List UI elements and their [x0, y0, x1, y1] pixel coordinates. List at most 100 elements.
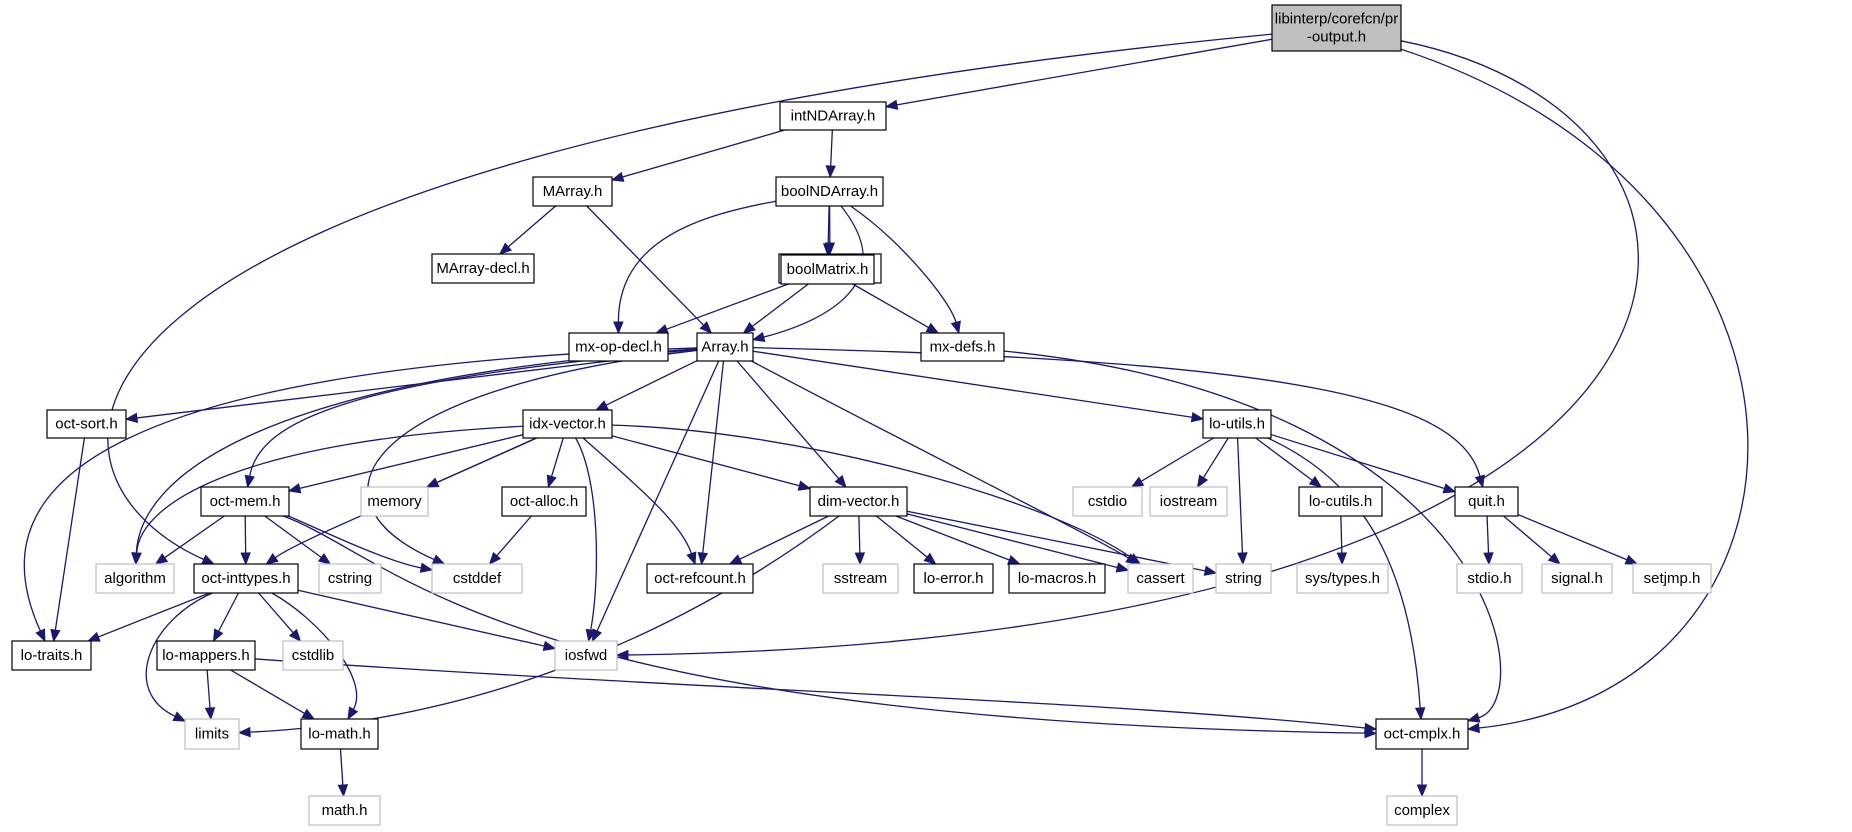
- node-dim-vector[interactable]: dim-vector.h: [809, 486, 908, 517]
- node-signal: signal.h: [1541, 563, 1613, 594]
- edge-dim-vector-to-limits: [237, 515, 840, 738]
- arrowhead-icon: [288, 628, 302, 642]
- node-lo-error[interactable]: lo-error.h: [913, 563, 994, 594]
- node-label: idx-vector.h: [529, 416, 606, 433]
- node-label: stdio.h: [1467, 570, 1511, 587]
- edge-oct-mem-to-oct-cmplx: [283, 515, 1378, 739]
- node-boolMatrix[interactable]: boolMatrix.h: [780, 254, 875, 285]
- edge-line: [1255, 437, 1313, 481]
- edge-line: [702, 360, 725, 554]
- node-iostream: iostream: [1149, 486, 1228, 517]
- edge-idx-vector-to-algorithm: [131, 425, 524, 566]
- arrowhead-icon: [1414, 707, 1426, 721]
- arrowhead-icon: [1442, 483, 1457, 494]
- node-label: iosfwd: [565, 647, 608, 664]
- node-MArray[interactable]: MArray.h: [532, 176, 613, 207]
- node-label: lo-cutils.h: [1309, 493, 1372, 510]
- edge-line: [1503, 515, 1553, 558]
- arrowhead-icon: [1196, 474, 1209, 489]
- edge-line: [367, 349, 698, 561]
- arrowhead-icon: [86, 631, 101, 642]
- edge-lo-utils-to-quit: [1270, 433, 1457, 494]
- edge-line: [605, 360, 698, 406]
- arrowhead-icon: [1237, 552, 1248, 566]
- node-oct-sort[interactable]: oct-sort.h: [46, 409, 127, 439]
- node-oct-mem[interactable]: oct-mem.h: [200, 486, 290, 517]
- arrowhead-icon: [1483, 552, 1494, 566]
- node-quit[interactable]: quit.h: [1454, 486, 1519, 517]
- arrowhead-icon: [546, 474, 557, 489]
- edge-lo-utils-to-string: [1236, 437, 1248, 566]
- arrowhead-icon: [884, 99, 899, 110]
- node-Array[interactable]: Array.h: [696, 332, 754, 362]
- node-MArray-decl[interactable]: MArray-decl.h: [431, 253, 535, 284]
- edge-line: [1003, 350, 1502, 719]
- node-lo-math[interactable]: lo-math.h: [300, 718, 379, 750]
- edge-line: [596, 360, 720, 632]
- node-box: [1215, 563, 1272, 594]
- node-mx-defs[interactable]: mx-defs.h: [920, 332, 1005, 362]
- node-root[interactable]: libinterp/corefcn/pr-output.h: [1271, 4, 1402, 52]
- node-stdio: stdio.h: [1456, 563, 1523, 594]
- node-cstdio: cstdio: [1072, 486, 1143, 517]
- nodes-layer: libinterp/corefcn/pr-output.h intNDArray.…: [11, 4, 1712, 826]
- node-intNDArray[interactable]: intNDArray.h: [779, 101, 887, 131]
- node-label: -output.h: [1307, 29, 1366, 46]
- node-box: [779, 101, 887, 131]
- node-box: [1202, 409, 1272, 439]
- node-oct-refcount[interactable]: oct-refcount.h: [646, 563, 754, 594]
- arrowhead-icon: [237, 726, 251, 738]
- edge-MArray-to-MArray-decl: [498, 205, 557, 255]
- node-lo-macros[interactable]: lo-macros.h: [1008, 563, 1106, 594]
- node-mx-op-decl[interactable]: mx-op-decl.h: [568, 332, 669, 362]
- arrowhead-icon: [488, 551, 502, 565]
- node-box: [1541, 563, 1613, 594]
- edge-line: [875, 515, 928, 558]
- edge-lo-mappers-to-oct-cmplx: [254, 658, 1378, 734]
- arrowhead-icon: [204, 707, 216, 721]
- node-box: [554, 640, 618, 671]
- edge-line: [736, 360, 840, 480]
- node-oct-cmplx[interactable]: oct-cmplx.h: [1375, 718, 1469, 750]
- node-lo-mappers[interactable]: lo-mappers.h: [156, 640, 256, 671]
- arrowhead-icon: [265, 553, 279, 565]
- edge-dim-vector-to-sstream: [854, 515, 866, 566]
- node-lo-utils[interactable]: lo-utils.h: [1202, 409, 1272, 439]
- edge-line: [751, 283, 809, 327]
- node-oct-alloc[interactable]: oct-alloc.h: [501, 486, 587, 517]
- edge-boolNDArray-to-Array: [751, 205, 864, 343]
- node-label: cstring: [328, 570, 372, 587]
- node-label: lo-macros.h: [1018, 570, 1096, 587]
- node-label: limits: [195, 726, 229, 743]
- edge-lo-cutils-to-sys-types: [1336, 515, 1348, 566]
- edge-oct-mem-to-oct-inttypes: [240, 515, 251, 566]
- node-lo-cutils[interactable]: lo-cutils.h: [1298, 486, 1383, 517]
- edge-line: [98, 592, 210, 638]
- node-box: [308, 795, 381, 826]
- node-box: [1298, 486, 1383, 517]
- arrowhead-icon: [742, 321, 756, 334]
- edge-root-to-iosfwd: [615, 40, 1639, 661]
- node-lo-traits[interactable]: lo-traits.h: [11, 640, 92, 671]
- edge-line: [582, 437, 693, 554]
- edge-line: [54, 437, 86, 631]
- arrowhead-icon: [699, 321, 713, 334]
- node-boolNDArray[interactable]: boolNDArray.h: [775, 176, 884, 207]
- edge-line: [258, 592, 294, 634]
- edge-boolMatrix-to-mx-defs: [852, 283, 940, 334]
- edge-lo-utils-to-cstdio: [1130, 437, 1214, 488]
- node-label: setjmp.h: [1644, 570, 1701, 587]
- node-box: [156, 640, 256, 671]
- arrowhead-icon: [301, 708, 316, 720]
- arrowhead-icon: [154, 553, 169, 565]
- edge-oct-cmplx-to-complex: [1416, 749, 1428, 798]
- arrowhead-icon: [1624, 554, 1639, 565]
- node-label: sstream: [834, 570, 887, 587]
- edge-Array-to-lo-traits: [23, 347, 698, 643]
- node-cassert: cassert: [1127, 563, 1194, 594]
- arrowhead-icon: [1474, 474, 1485, 489]
- node-label: dim-vector.h: [818, 493, 900, 510]
- arrowhead-icon: [1466, 722, 1480, 734]
- node-idx-vector[interactable]: idx-vector.h: [522, 409, 613, 439]
- node-oct-inttypes[interactable]: oct-inttypes.h: [193, 563, 299, 594]
